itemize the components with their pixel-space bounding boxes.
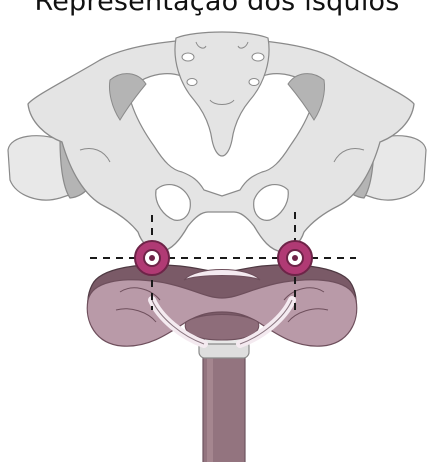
seatpost <box>199 330 249 462</box>
saddle <box>87 265 357 346</box>
right-ischium-marker <box>278 241 312 275</box>
pelvis <box>28 32 414 252</box>
left-ischium-marker <box>135 241 169 275</box>
